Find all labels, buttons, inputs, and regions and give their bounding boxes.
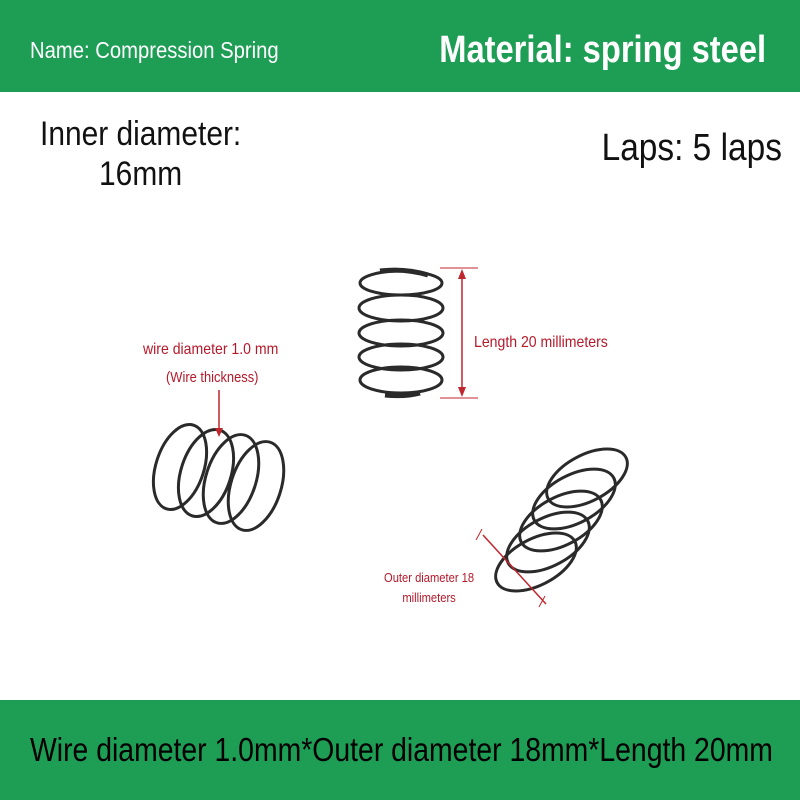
- laps-label: Laps: 5 laps: [601, 127, 782, 169]
- spring-upright: [357, 267, 445, 399]
- outer-diameter-line1: Outer diameter 18: [384, 570, 475, 585]
- outer-diameter-line2: millimeters: [402, 590, 456, 605]
- product-name: Name: Compression Spring: [30, 37, 279, 63]
- outer-diameter-dimension: [475, 528, 547, 608]
- inner-diameter-label: Inner diameter: 16mm: [40, 114, 241, 194]
- spring-right: [494, 447, 629, 593]
- top-banner: Name: Compression Spring Material: sprin…: [0, 0, 800, 92]
- bottom-banner: [0, 700, 800, 800]
- inner-diameter-value: 16mm: [99, 155, 183, 193]
- length-dimension: [440, 267, 478, 399]
- length-callout: Length 20 millimeters: [474, 334, 608, 351]
- wire-diameter-callout: wire diameter 1.0 mm: [143, 341, 279, 358]
- inner-diameter-title: Inner diameter:: [40, 115, 242, 153]
- spec-summary: Wire diameter 1.0mm*Outer diameter 18mm*…: [30, 731, 773, 768]
- outer-diameter-callout: Outer diameter 18 millimeters: [384, 568, 474, 608]
- wire-diameter-arrow: [215, 390, 223, 437]
- material-label: Material: spring steel: [439, 29, 766, 71]
- wire-thickness-callout: (Wire thickness): [166, 369, 259, 386]
